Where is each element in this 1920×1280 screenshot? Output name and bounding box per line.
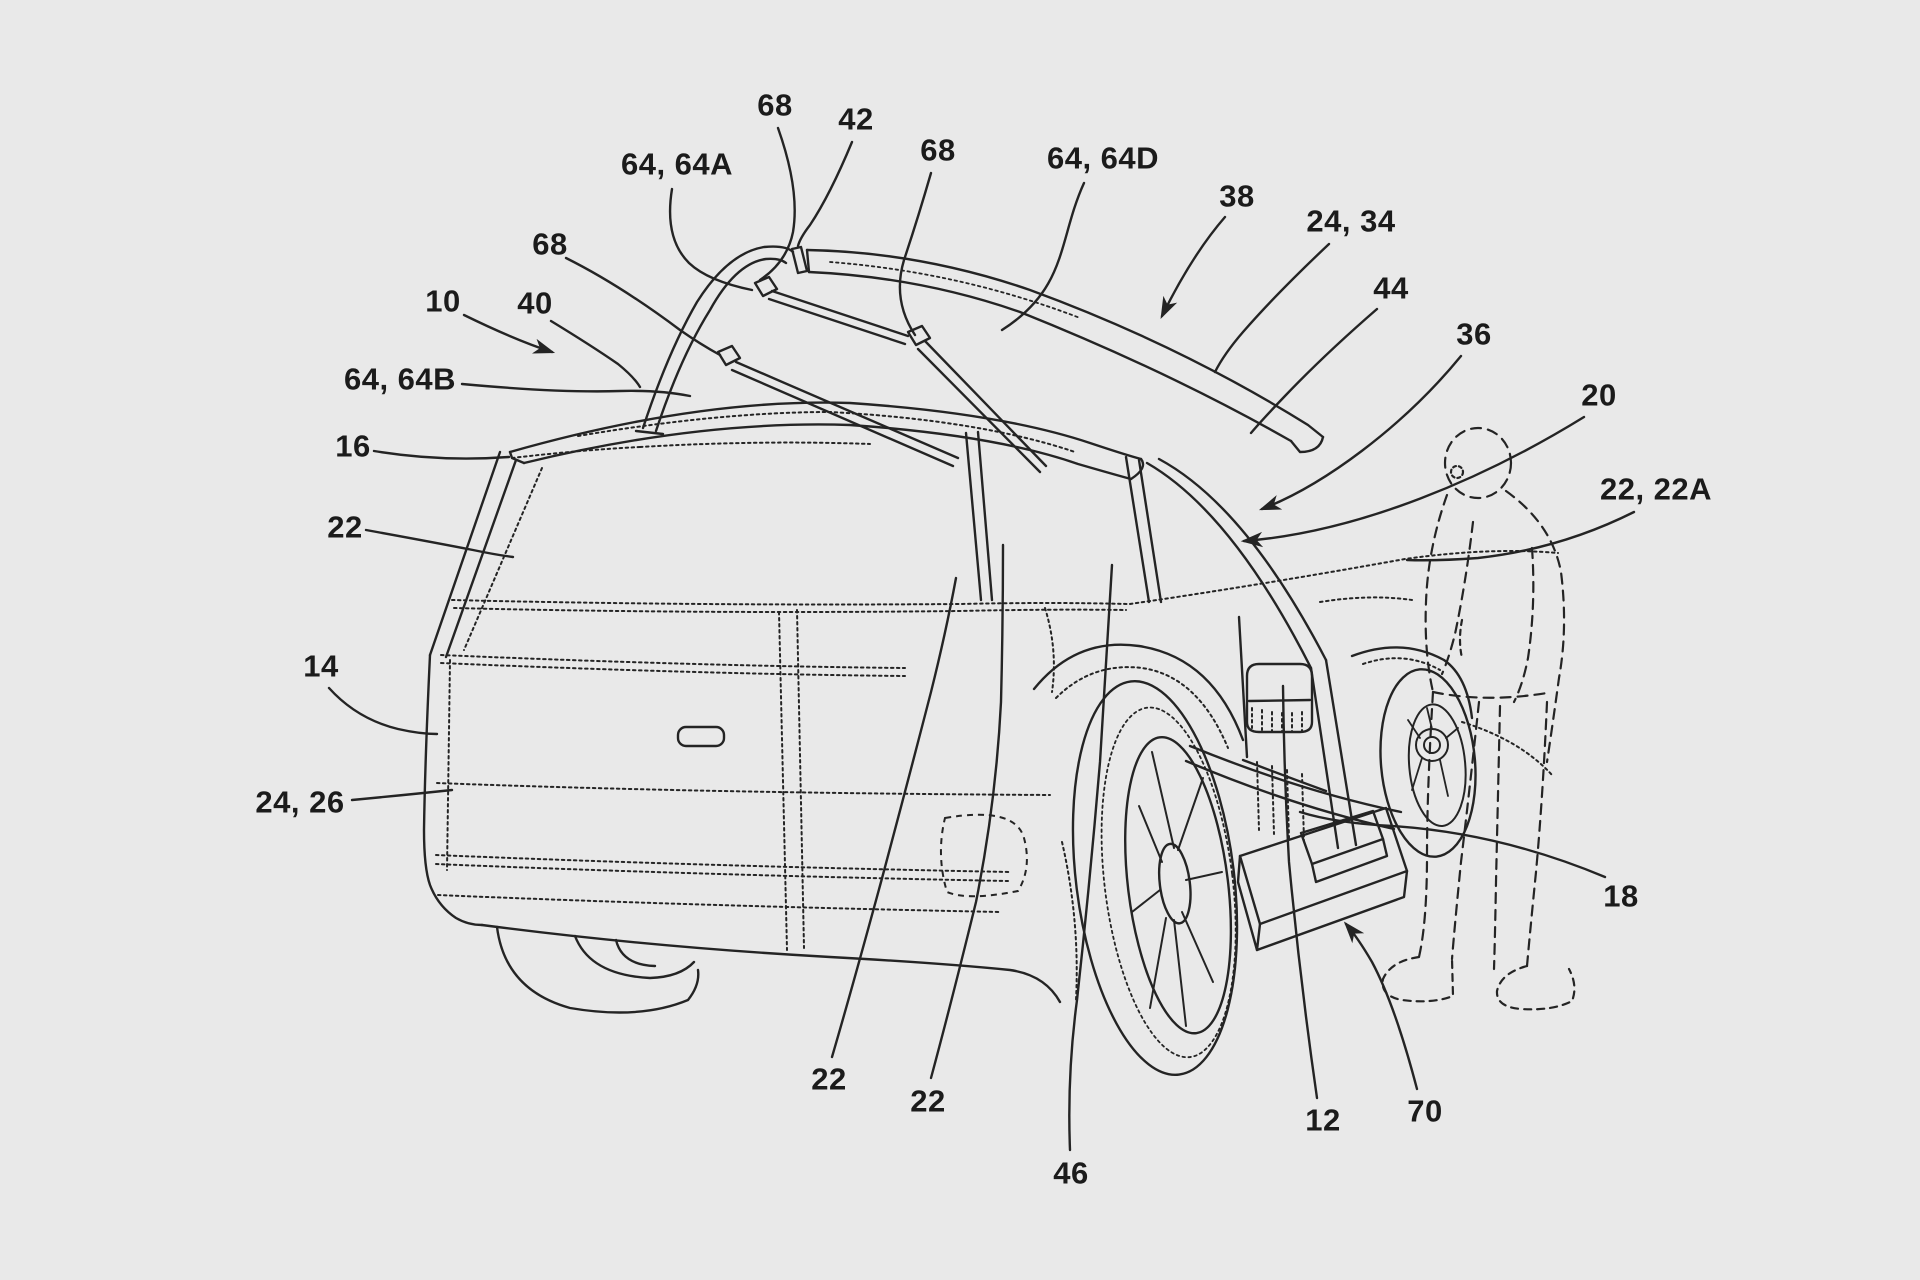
ref-label-70: 70 xyxy=(1407,1093,1443,1129)
leader-64-64A xyxy=(668,187,754,292)
ref-label-64-64D: 64, 64D xyxy=(1046,140,1160,176)
ref-label-22-3: 22 xyxy=(910,1083,946,1119)
left-rear-tire xyxy=(495,925,700,1014)
ref-label-20: 20 xyxy=(1581,377,1617,413)
raised-roof-panel-bottom xyxy=(807,270,1293,443)
leader-70 xyxy=(1343,921,1419,1091)
ref-label-16: 16 xyxy=(335,428,371,464)
person-leg-front xyxy=(1417,690,1435,959)
ref-label-64-64A: 64, 64A xyxy=(620,146,734,182)
ref-label-44: 44 xyxy=(1373,270,1409,306)
person-head xyxy=(1443,426,1513,500)
wheels xyxy=(1071,668,1477,1076)
person-arm-back xyxy=(1512,546,1535,704)
body-crease-lines xyxy=(435,410,1559,1001)
leader-68-top xyxy=(758,126,796,282)
leader-38 xyxy=(1160,215,1227,319)
leader-68-right xyxy=(898,171,933,337)
ref-label-68-3: 68 xyxy=(532,226,568,262)
ref-label-18: 18 xyxy=(1603,878,1639,914)
leader-lines xyxy=(327,126,1636,1152)
leader-64-64B xyxy=(460,382,692,398)
roof-band-endcap xyxy=(1129,457,1145,481)
leader-42 xyxy=(796,140,854,248)
ref-label-12: 12 xyxy=(1305,1102,1341,1138)
leader-22-bottom-1 xyxy=(830,576,958,1059)
step-assembly xyxy=(1236,806,1409,952)
step-platform-side xyxy=(1236,854,1259,952)
vehicle-body xyxy=(422,401,1474,1014)
ref-label-68-1: 68 xyxy=(757,87,793,123)
step-upper-tread xyxy=(1299,809,1385,866)
front-right-wheel xyxy=(1379,668,1477,858)
pivot-bracket-1 xyxy=(753,275,779,298)
raised-roof-panel-top xyxy=(805,248,1325,439)
ref-label-64-64B: 64, 64B xyxy=(343,361,457,397)
bumper-bottom xyxy=(480,923,1062,1004)
leader-22-bottom-2 xyxy=(929,543,1005,1080)
leader-16 xyxy=(372,449,511,460)
roof-band-top xyxy=(508,401,1143,461)
leader-18 xyxy=(1298,810,1607,879)
leader-22-22A xyxy=(1405,510,1636,562)
person-front xyxy=(1424,493,1449,694)
roof-band-bottom xyxy=(522,423,1133,481)
body-left-edge xyxy=(422,653,484,927)
ref-label-42: 42 xyxy=(838,101,874,137)
person-shoe-front xyxy=(1381,955,1455,1003)
ref-label-22-1: 22 xyxy=(327,509,363,545)
leader-40 xyxy=(549,319,642,389)
ref-label-46: 46 xyxy=(1053,1155,1089,1191)
person-back xyxy=(1504,489,1566,764)
ref-label-14: 14 xyxy=(303,648,339,684)
leader-10 xyxy=(462,313,556,354)
leader-44 xyxy=(1249,307,1379,435)
support-arm-inner xyxy=(654,257,788,433)
leader-24-34 xyxy=(1213,242,1331,374)
ref-label-24-34: 24, 34 xyxy=(1306,203,1396,239)
leader-12 xyxy=(1281,684,1319,1100)
ref-label-36: 36 xyxy=(1456,316,1492,352)
ref-label-38: 38 xyxy=(1219,178,1255,214)
leader-14 xyxy=(327,686,439,736)
leader-24-26 xyxy=(350,788,454,802)
pivot-bracket-2 xyxy=(716,344,742,367)
person-shoe-back xyxy=(1495,964,1576,1011)
person-leg-back xyxy=(1525,700,1549,968)
rear-wheel-spokes xyxy=(1131,751,1223,1027)
rear-right-wheel xyxy=(1071,680,1239,1076)
support-arm-outer xyxy=(641,245,795,430)
ref-label-22-2: 22 xyxy=(811,1061,847,1097)
leader-20 xyxy=(1240,415,1586,548)
seat xyxy=(1245,662,1314,734)
taillight-outline xyxy=(939,813,1028,898)
ref-label-10: 10 xyxy=(425,283,461,319)
rear-fender-arch xyxy=(1032,643,1245,742)
ref-label-40: 40 xyxy=(517,285,553,321)
step-platform-front xyxy=(1255,869,1409,952)
leader-36 xyxy=(1258,354,1463,511)
pivot-bracket-3 xyxy=(906,324,932,347)
roof-panel-mechanism xyxy=(634,245,1325,474)
leader-22-left xyxy=(364,528,515,559)
person-arm-front xyxy=(1440,520,1475,676)
leader-46 xyxy=(1068,563,1114,1152)
leader-68-left xyxy=(564,256,722,357)
person-silhouette xyxy=(1381,426,1576,1011)
ref-label-24-26: 24, 26 xyxy=(255,784,345,820)
leader-64-64D xyxy=(1000,181,1086,332)
front-fender-arch xyxy=(1350,646,1474,720)
hinge-collar xyxy=(790,245,809,275)
ref-label-68-2: 68 xyxy=(920,132,956,168)
hatch-handle xyxy=(676,725,726,748)
ref-label-22-22A: 22, 22A xyxy=(1599,471,1713,507)
